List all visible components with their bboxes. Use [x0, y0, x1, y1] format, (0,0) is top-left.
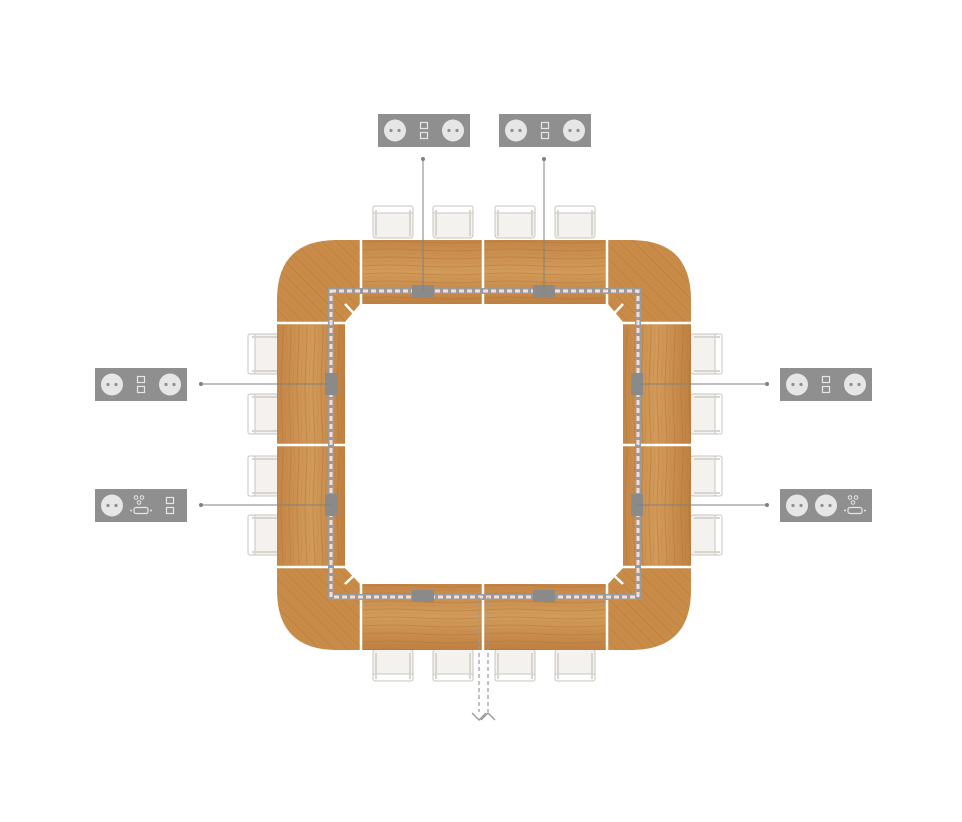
power-box	[533, 590, 555, 602]
cable-trunk	[328, 288, 641, 600]
vga-port-icon	[130, 495, 152, 515]
chair	[372, 205, 414, 239]
chair	[494, 205, 536, 239]
chair	[247, 514, 281, 556]
data-port-icon	[821, 375, 831, 394]
chairs	[247, 205, 723, 682]
double-chevron-down-icon	[471, 712, 496, 721]
data-port-icon	[419, 121, 429, 140]
leader-lines	[199, 157, 769, 507]
chair	[689, 393, 723, 435]
connection-panel-right-upper	[780, 368, 872, 401]
data-port-icon	[540, 121, 550, 140]
chair	[689, 455, 723, 497]
power-socket-icon	[101, 494, 123, 517]
chair	[689, 333, 723, 375]
leader-dot	[542, 157, 546, 161]
leader-dot	[421, 157, 425, 161]
table-corner-segment	[277, 240, 360, 322]
chair	[432, 205, 474, 239]
power-box	[412, 590, 434, 602]
chair	[554, 205, 596, 239]
power-socket-icon	[505, 119, 527, 142]
power-boxes	[325, 285, 643, 602]
cable-core	[329, 289, 640, 599]
power-socket-icon	[101, 373, 123, 396]
power-socket-icon	[786, 494, 808, 517]
table-corner-segment	[277, 568, 360, 650]
chair	[372, 648, 414, 682]
conference-table	[275, 238, 693, 652]
cable-exit	[471, 712, 496, 721]
connection-panel-left-lower	[95, 489, 187, 522]
table-corner-segment	[608, 568, 691, 650]
power-socket-icon	[844, 373, 866, 396]
connection-panel-top-right	[499, 114, 591, 147]
table-seams	[275, 238, 693, 652]
power-socket-icon	[815, 494, 837, 517]
data-port-icon	[136, 375, 146, 394]
power-socket-icon	[159, 373, 181, 396]
chair	[432, 648, 474, 682]
leader-dot	[765, 382, 769, 386]
connection-panel-left-upper	[95, 368, 187, 401]
connection-panels	[95, 114, 872, 522]
chair	[247, 455, 281, 497]
power-socket-icon	[384, 119, 406, 142]
leader-dot	[199, 382, 203, 386]
power-socket-icon	[442, 119, 464, 142]
chair	[247, 333, 281, 375]
table-corner-segment	[608, 240, 691, 322]
leader-dot	[765, 503, 769, 507]
chair	[554, 648, 596, 682]
chair	[247, 393, 281, 435]
vga-port-icon	[844, 495, 866, 515]
connection-panel-right-lower	[780, 489, 872, 522]
chair	[689, 514, 723, 556]
leader-dot	[199, 503, 203, 507]
connection-panel-top-left	[378, 114, 470, 147]
power-socket-icon	[786, 373, 808, 396]
power-socket-icon	[563, 119, 585, 142]
chair	[494, 648, 536, 682]
data-port-icon	[165, 496, 175, 515]
